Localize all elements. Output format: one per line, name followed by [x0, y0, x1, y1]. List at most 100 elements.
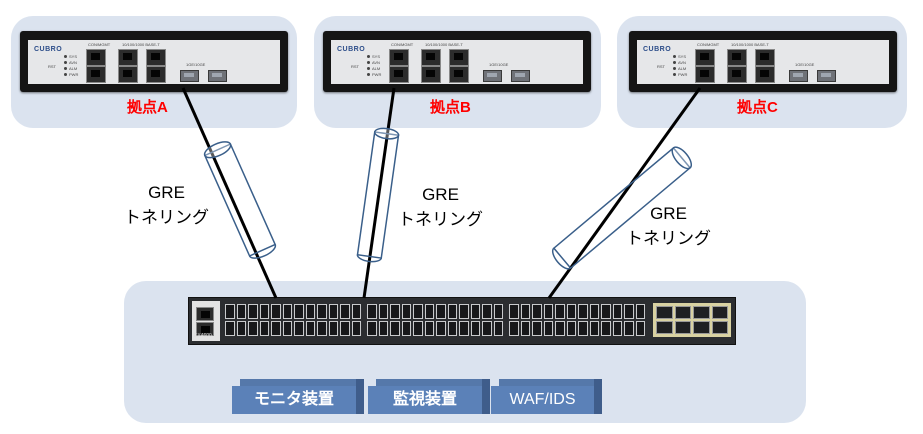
switch-port: [271, 304, 281, 319]
switch-port: [601, 321, 611, 336]
status-led: [673, 73, 676, 76]
switch-port: [259, 321, 269, 336]
uplink-port: [711, 306, 728, 319]
switch-port: [248, 304, 258, 319]
led-label: ALM: [678, 66, 687, 71]
switch-port: [378, 321, 388, 336]
sfp-port: [789, 70, 808, 82]
connection-line-c: [547, 87, 702, 299]
tunnel-pipe-b: [356, 127, 400, 263]
switch-port: [459, 304, 469, 319]
switch-port: [543, 321, 553, 336]
appliance-label: モニタ装置: [232, 386, 356, 414]
device-port-label: 10/100/1000 BASE-T: [425, 42, 463, 47]
status-led: [367, 67, 370, 70]
device-logo: CUBRO: [643, 46, 672, 53]
site-b-device: CUBRO CON/MGMT 10/100/1000 BASE-T 1GE/10…: [323, 31, 591, 92]
appliance-surveillance: 監視装置: [368, 379, 490, 414]
status-led: [673, 55, 676, 58]
appliance-label: 監視装置: [368, 386, 482, 414]
tunnel-label-line1: GRE: [148, 183, 185, 202]
uplink-port: [656, 321, 673, 334]
switch-port: [578, 321, 588, 336]
device-logo: CUBRO: [337, 46, 366, 53]
status-led: [367, 55, 370, 58]
device-port-label: CON/MGMT: [88, 42, 111, 47]
switch-port: [520, 321, 530, 336]
ethernet-port: [695, 49, 715, 66]
appliance-monitor: モニタ装置: [232, 379, 364, 414]
switch-port: [566, 321, 576, 336]
appliance-side: [356, 379, 364, 414]
tunnel-label-c: GRE トネリング: [626, 201, 711, 251]
switch-port: [401, 304, 411, 319]
appliance-side: [594, 379, 602, 414]
ethernet-port: [449, 49, 469, 66]
switch-port: [340, 304, 350, 319]
switch-port: [317, 321, 327, 336]
ethernet-port: [389, 49, 409, 66]
device-faceplate: CUBRO CON/MGMT 10/100/1000 BASE-T 1GE/10…: [28, 40, 280, 84]
led-label: ALM: [69, 66, 78, 71]
tunnel-label-line2: トネリング: [626, 229, 711, 248]
switch-port-bank-3: [509, 304, 645, 336]
switch-port: [493, 304, 503, 319]
switch-port: [225, 304, 235, 319]
switch-port: [294, 321, 304, 336]
switch-port: [294, 304, 304, 319]
sfp-port: [483, 70, 502, 82]
led-label: PWR: [69, 72, 79, 77]
tunnel-pipe-c: [551, 146, 693, 270]
sfp-port: [180, 70, 199, 82]
tunnel-label-line2: トネリング: [398, 210, 483, 229]
core-switch: EX4600: [188, 297, 736, 345]
switch-port: [520, 304, 530, 319]
status-led: [64, 73, 67, 76]
device-port-label: CON/MGMT: [697, 42, 720, 47]
switch-port: [340, 321, 350, 336]
switch-port: [390, 304, 400, 319]
switch-port: [447, 304, 457, 319]
status-led: [367, 73, 370, 76]
sfp-port: [817, 70, 836, 82]
uplink-port: [656, 306, 673, 319]
switch-port: [578, 304, 588, 319]
device-port-label: 1GE/10GE: [489, 62, 509, 67]
tunnel-label-line1: GRE: [422, 185, 459, 204]
switch-port: [305, 304, 315, 319]
switch-port: [424, 304, 434, 319]
switch-port: [635, 304, 645, 319]
switch-port: [367, 304, 377, 319]
switch-port: [259, 304, 269, 319]
appliance-label: WAF/IDS: [491, 386, 594, 414]
switch-port: [459, 321, 469, 336]
site-c-device: CUBRO CON/MGMT 10/100/1000 BASE-T 1GE/10…: [629, 31, 897, 92]
status-led: [673, 67, 676, 70]
led-label: PWR: [678, 72, 688, 77]
device-port-label: CON/MGMT: [391, 42, 414, 47]
connection-line-a: [181, 87, 278, 299]
switch-port: [248, 321, 258, 336]
switch-port: [236, 304, 246, 319]
appliance-side: [482, 379, 490, 414]
ethernet-port: [421, 66, 441, 83]
status-led: [64, 55, 67, 58]
switch-port: [351, 304, 361, 319]
ethernet-port: [727, 66, 747, 83]
switch-port: [566, 304, 576, 319]
tunnel-label-a: GRE トネリング: [124, 180, 209, 230]
switch-uplink-bank: [653, 303, 731, 337]
ethernet-port: [755, 66, 775, 83]
switch-port: [612, 321, 622, 336]
switch-port: [509, 304, 519, 319]
switch-port: [328, 321, 338, 336]
switch-port: [236, 321, 246, 336]
switch-port: [436, 304, 446, 319]
uplink-port: [674, 321, 691, 334]
switch-port: [390, 321, 400, 336]
ethernet-port: [86, 49, 106, 66]
switch-port-bank-2: [367, 304, 503, 336]
switch-port: [532, 321, 542, 336]
switch-port: [532, 304, 542, 319]
ethernet-port: [421, 49, 441, 66]
